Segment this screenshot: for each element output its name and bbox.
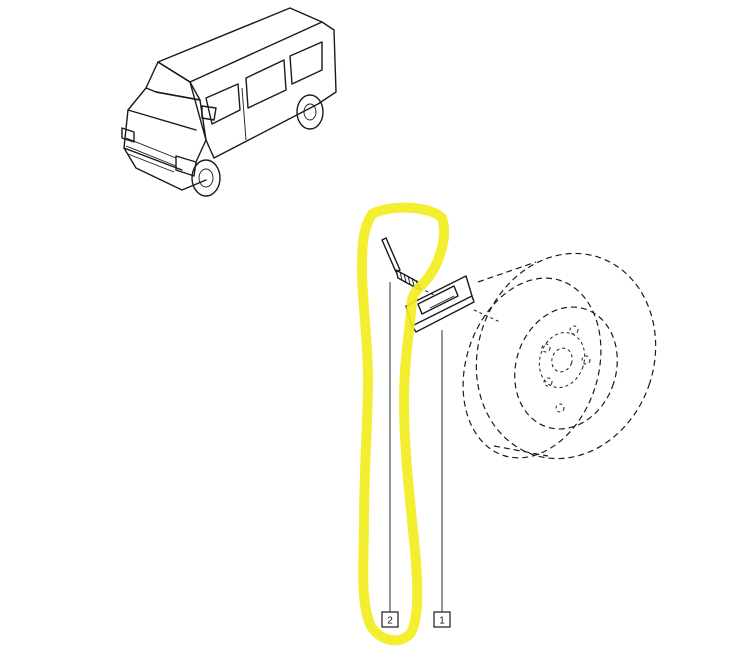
- callout-2[interactable]: 2: [381, 611, 399, 628]
- callout-2-label: 2: [387, 616, 393, 627]
- jack-handle: [381, 237, 421, 291]
- van-illustration: [121, 7, 337, 197]
- callout-1-label: 1: [439, 616, 445, 627]
- spare-wheel: [462, 252, 657, 460]
- callout-1[interactable]: 1: [433, 611, 451, 628]
- highlight-marker: [357, 202, 450, 646]
- bracket-to-wheel-line: [473, 309, 501, 323]
